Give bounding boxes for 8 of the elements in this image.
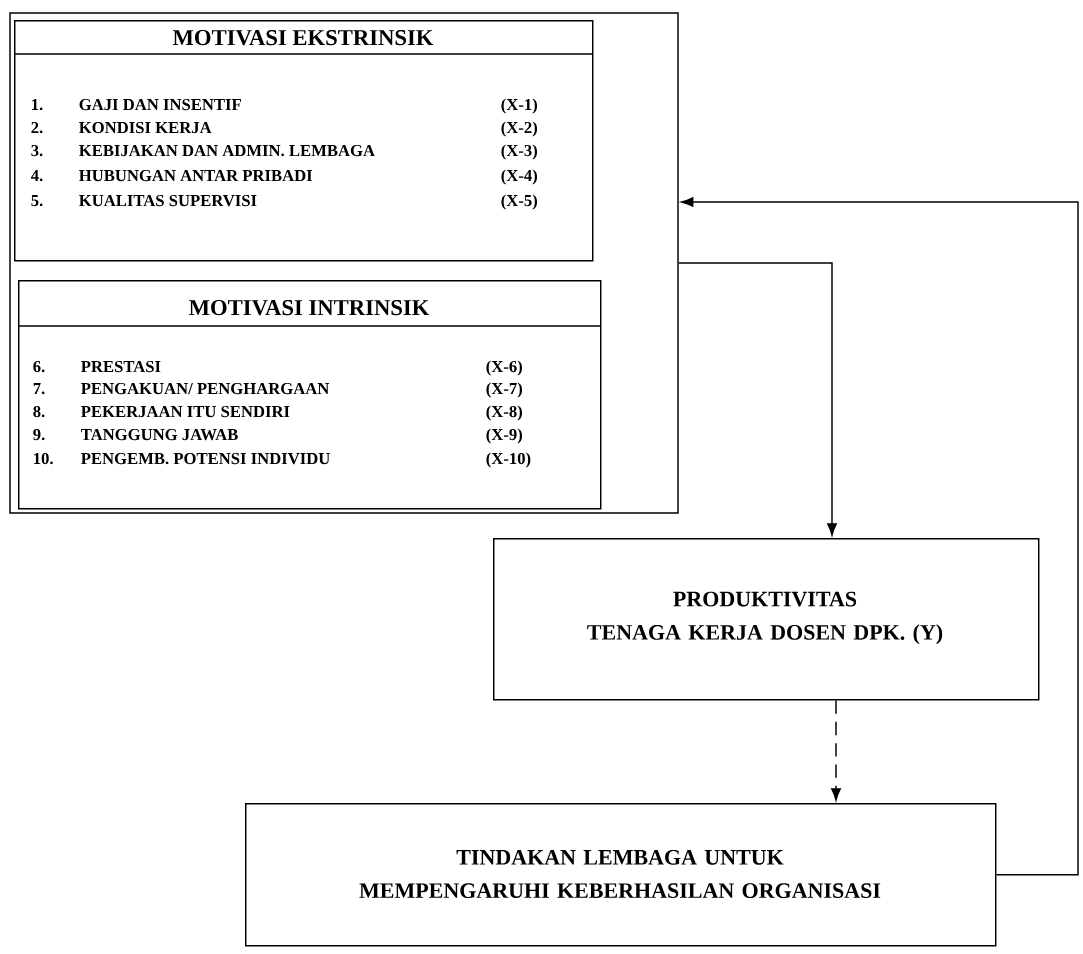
list-box: MOTIVASI EKSTRINSIK 1. GAJI DAN INSENTIF (X-1) 2. KONDISI KERJA (X-2) 3. KEBIJAKAN DAN ADMIN. LEMBAGA (X-3) 4. HUBUNGAN ANTAR PRIBADI (X-4) 5. KUALITAS SUPERVISI (X-5) [13, 20, 594, 262]
arrow [831, 699, 841, 801]
arrow [681, 197, 1079, 876]
arrow [678, 262, 837, 536]
group-frame [9, 12, 679, 514]
process-box: PRODUKTIVITAS TENAGA KERJA DOSEN DPK. (Y) [493, 538, 1040, 701]
process-box: TINDAKAN LEMBAGA UNTUK MEMPENGARUHI KEBERHASILAN ORGANISASI [245, 803, 997, 947]
list-box: MOTIVASI INTRINSIK 6. PRESTASI (X-6) 7. PENGAKUAN/ PENGHARGAAN (X-7) 8. PEKERJAAN ITU SENDIRI (X-8) 9. TANGGUNG JAWAB (X-9) 10. PENGEMB. POTENSI INDIVIDU (X-10) [17, 280, 602, 510]
